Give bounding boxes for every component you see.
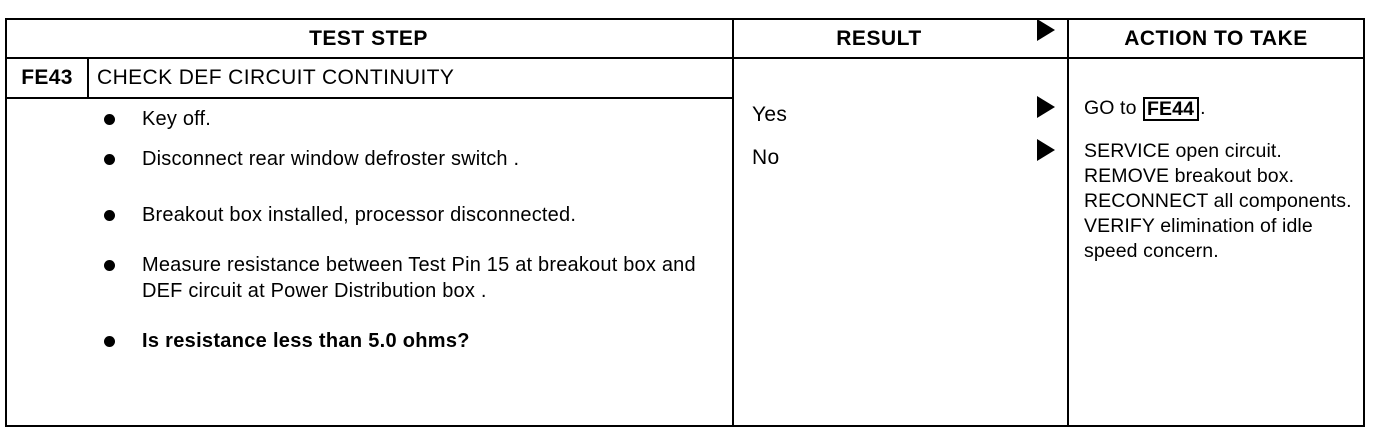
table-border (5, 18, 1365, 427)
bullet-icon (104, 210, 115, 221)
bullet-icon (104, 114, 115, 125)
action-goto: GO to FE44. (1084, 96, 1359, 121)
list-item: Breakout box installed, processor discon… (100, 202, 720, 228)
instruction-list: Key off. Disconnect rear window defroste… (100, 106, 720, 354)
column-header-action-to-take: ACTION TO TAKE (1124, 27, 1308, 50)
instruction-text: Measure resistance between Test Pin 15 a… (142, 254, 696, 302)
right-triangle-icon-yes (1037, 96, 1055, 118)
step-title-divider-rule (5, 97, 732, 99)
spacer (100, 304, 720, 328)
spacer (100, 172, 720, 202)
action-goto-prefix: GO to (1084, 97, 1143, 119)
header-divider-rule (5, 57, 1365, 59)
action-service: SERVICE open circuit. REMOVE breakout bo… (1084, 140, 1352, 262)
step-code-divider (87, 57, 89, 98)
column-header-test-step: TEST STEP (309, 27, 428, 50)
action-goto-suffix: . (1200, 97, 1206, 119)
bullet-icon (104, 154, 115, 165)
column-divider-result (732, 18, 734, 427)
right-triangle-icon-no (1037, 139, 1055, 161)
step-title: CHECK DEF CIRCUIT CONTINUITY (97, 66, 455, 89)
step-code-fe43: FE43 (21, 66, 73, 89)
result-list: Yes No (752, 102, 1022, 188)
list-item: Measure resistance between Test Pin 15 a… (100, 252, 720, 304)
instruction-text: Key off. (142, 108, 212, 130)
spacer (100, 132, 720, 146)
column-header-result: RESULT (836, 27, 922, 50)
result-value-yes: Yes (752, 103, 788, 126)
list-item: Is resistance less than 5.0 ohms? (100, 328, 720, 354)
instruction-text: Breakout box installed, processor discon… (142, 204, 577, 226)
list-item: Key off. (100, 106, 720, 132)
step-reference-fe44[interactable]: FE44 (1143, 97, 1200, 121)
instruction-text: Disconnect rear window defroster switch … (142, 148, 520, 170)
right-triangle-icon-header (1037, 19, 1055, 41)
list-item: Disconnect rear window defroster switch … (100, 146, 720, 172)
bullet-icon (104, 260, 115, 271)
spacer (1084, 121, 1359, 139)
bullet-icon (104, 336, 115, 347)
spacer (100, 228, 720, 252)
column-divider-action (1067, 18, 1069, 427)
result-value-no: No (752, 146, 780, 169)
instruction-text: Is resistance less than 5.0 ohms? (142, 330, 470, 352)
action-list: GO to FE44. SERVICE open circuit. REMOVE… (1084, 96, 1359, 264)
